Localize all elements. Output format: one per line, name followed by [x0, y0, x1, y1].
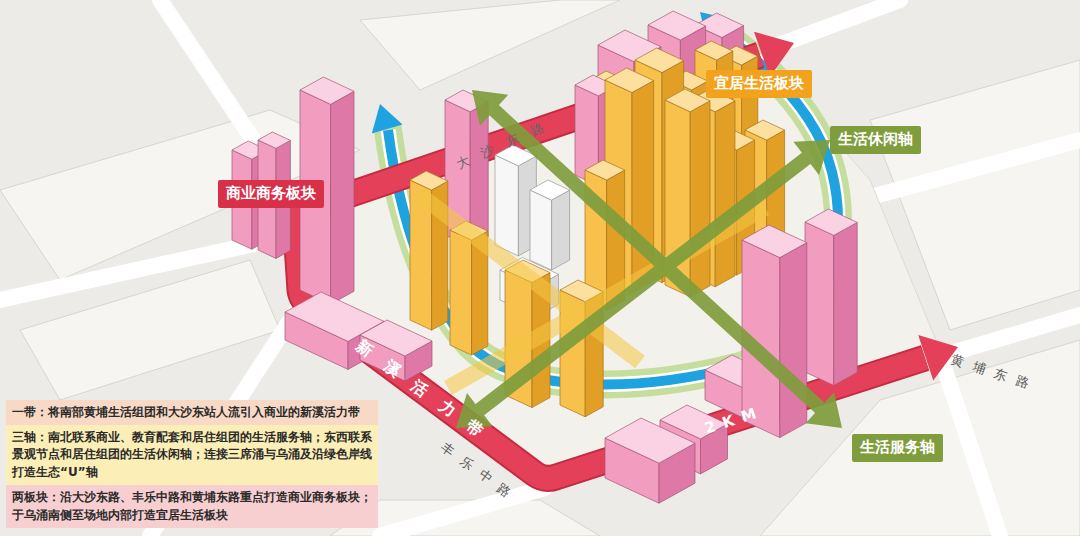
tower-roof — [665, 89, 710, 112]
zone-label: 商业商务板块 — [218, 180, 324, 208]
note-band: 三轴：南北联系商业、教育配套和居住组团的生活服务轴；东西联系景观节点和居住组团的… — [6, 425, 378, 485]
vitality-band — [296, 55, 925, 478]
tower-side — [552, 190, 570, 270]
tower-side — [331, 91, 354, 304]
tower-roof — [605, 68, 654, 93]
site-platform — [300, 55, 940, 480]
existing-building — [530, 180, 570, 270]
note-text: 一带：将南部黄埔生活组团和大沙东站人流引入商业的新溪活力带 — [12, 404, 372, 421]
tower-roof — [695, 41, 733, 60]
label-text: 生活服务轴 — [860, 438, 935, 458]
commercial-tower — [805, 209, 857, 385]
commercial-tower — [605, 418, 695, 503]
axis-label: 生活休闲轴 — [830, 126, 921, 154]
tower-roof — [648, 11, 706, 40]
city-block — [360, 0, 620, 90]
road — [935, 315, 1080, 358]
leisure-axis — [475, 155, 811, 414]
road — [940, 355, 1000, 536]
tower-side — [834, 222, 857, 385]
note-band: 一带：将南部黄埔生活组团和大沙东站人流引入商业的新溪活力带 — [6, 400, 378, 425]
tower-roof — [605, 418, 695, 463]
zone-label: 宜居生活板块 — [706, 70, 812, 98]
tower-roof — [742, 225, 807, 258]
tower-roof — [805, 209, 857, 235]
note-text: 两板块：沿大沙东路、丰乐中路和黄埔东路重点打造商业商务板块；于乌涌南侧至场地内部… — [12, 489, 372, 524]
river-arrowhead — [372, 104, 403, 133]
tower-roof — [745, 120, 785, 140]
label-text: 生活休闲轴 — [838, 130, 913, 150]
axis-label: 生活服务轴 — [852, 434, 943, 462]
tower-face — [495, 155, 518, 256]
tower-side — [690, 101, 710, 297]
label-text: 宜居生活板块 — [714, 74, 804, 94]
tower-roof — [258, 132, 290, 148]
tower-roof — [410, 171, 448, 190]
service-axis-head — [806, 392, 842, 428]
tower-face — [805, 222, 834, 385]
note-band: 两板块：沿大沙东路、丰乐中路和黄埔东路重点打造商业商务板块；于乌涌南侧至场地内部… — [6, 485, 378, 528]
vitality-band-edge — [296, 55, 925, 478]
tower-roof — [300, 77, 354, 104]
tower-face — [450, 230, 472, 355]
tower-roof — [585, 160, 625, 180]
label-text: 商业商务板块 — [226, 184, 316, 204]
tower-side — [715, 101, 735, 287]
note-text: 三轴：南北联系商业、教育配套和居住组团的生活服务轴；东西联系景观节点和居住组团的… — [12, 429, 372, 481]
leisure-axis-head — [793, 140, 830, 175]
tower-face — [530, 190, 552, 270]
service-axis-head — [472, 90, 508, 126]
tower-roof — [635, 48, 684, 73]
tower-side — [780, 243, 807, 438]
